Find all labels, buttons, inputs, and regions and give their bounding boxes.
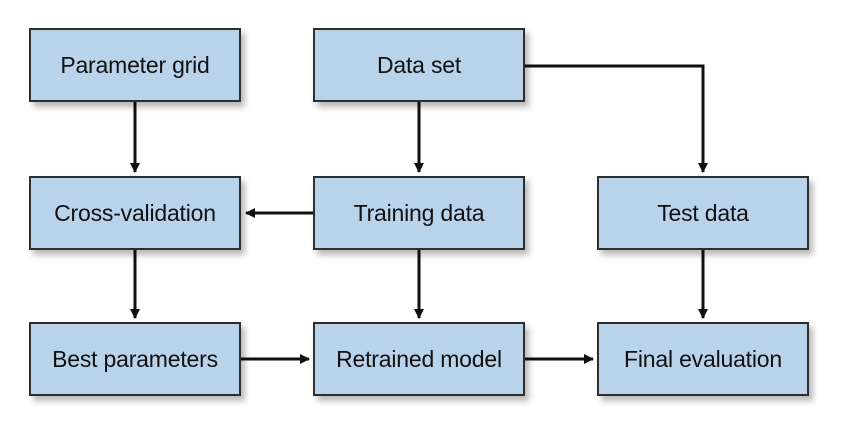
node-best-parameters: Best parameters bbox=[29, 322, 241, 396]
node-label: Best parameters bbox=[52, 345, 218, 372]
node-label: Retrained model bbox=[336, 345, 502, 372]
node-cross-validation: Cross-validation bbox=[29, 176, 241, 250]
edge-data-set-to-test-data bbox=[525, 64, 708, 173]
node-label: Test data bbox=[657, 199, 749, 226]
node-label: Training data bbox=[353, 199, 485, 226]
node-label: Data set bbox=[376, 51, 462, 78]
node-retrained-model: Retrained model bbox=[313, 322, 525, 396]
node-training-data: Training data bbox=[313, 176, 525, 250]
node-label: Parameter grid bbox=[60, 51, 210, 78]
node-test-data: Test data bbox=[597, 176, 809, 250]
node-label: Final evaluation bbox=[624, 345, 782, 372]
node-label: Cross-validation bbox=[54, 199, 216, 226]
node-parameter-grid: Parameter grid bbox=[29, 28, 241, 102]
node-final-evaluation: Final evaluation bbox=[597, 322, 809, 396]
node-data-set: Data set bbox=[313, 28, 525, 102]
